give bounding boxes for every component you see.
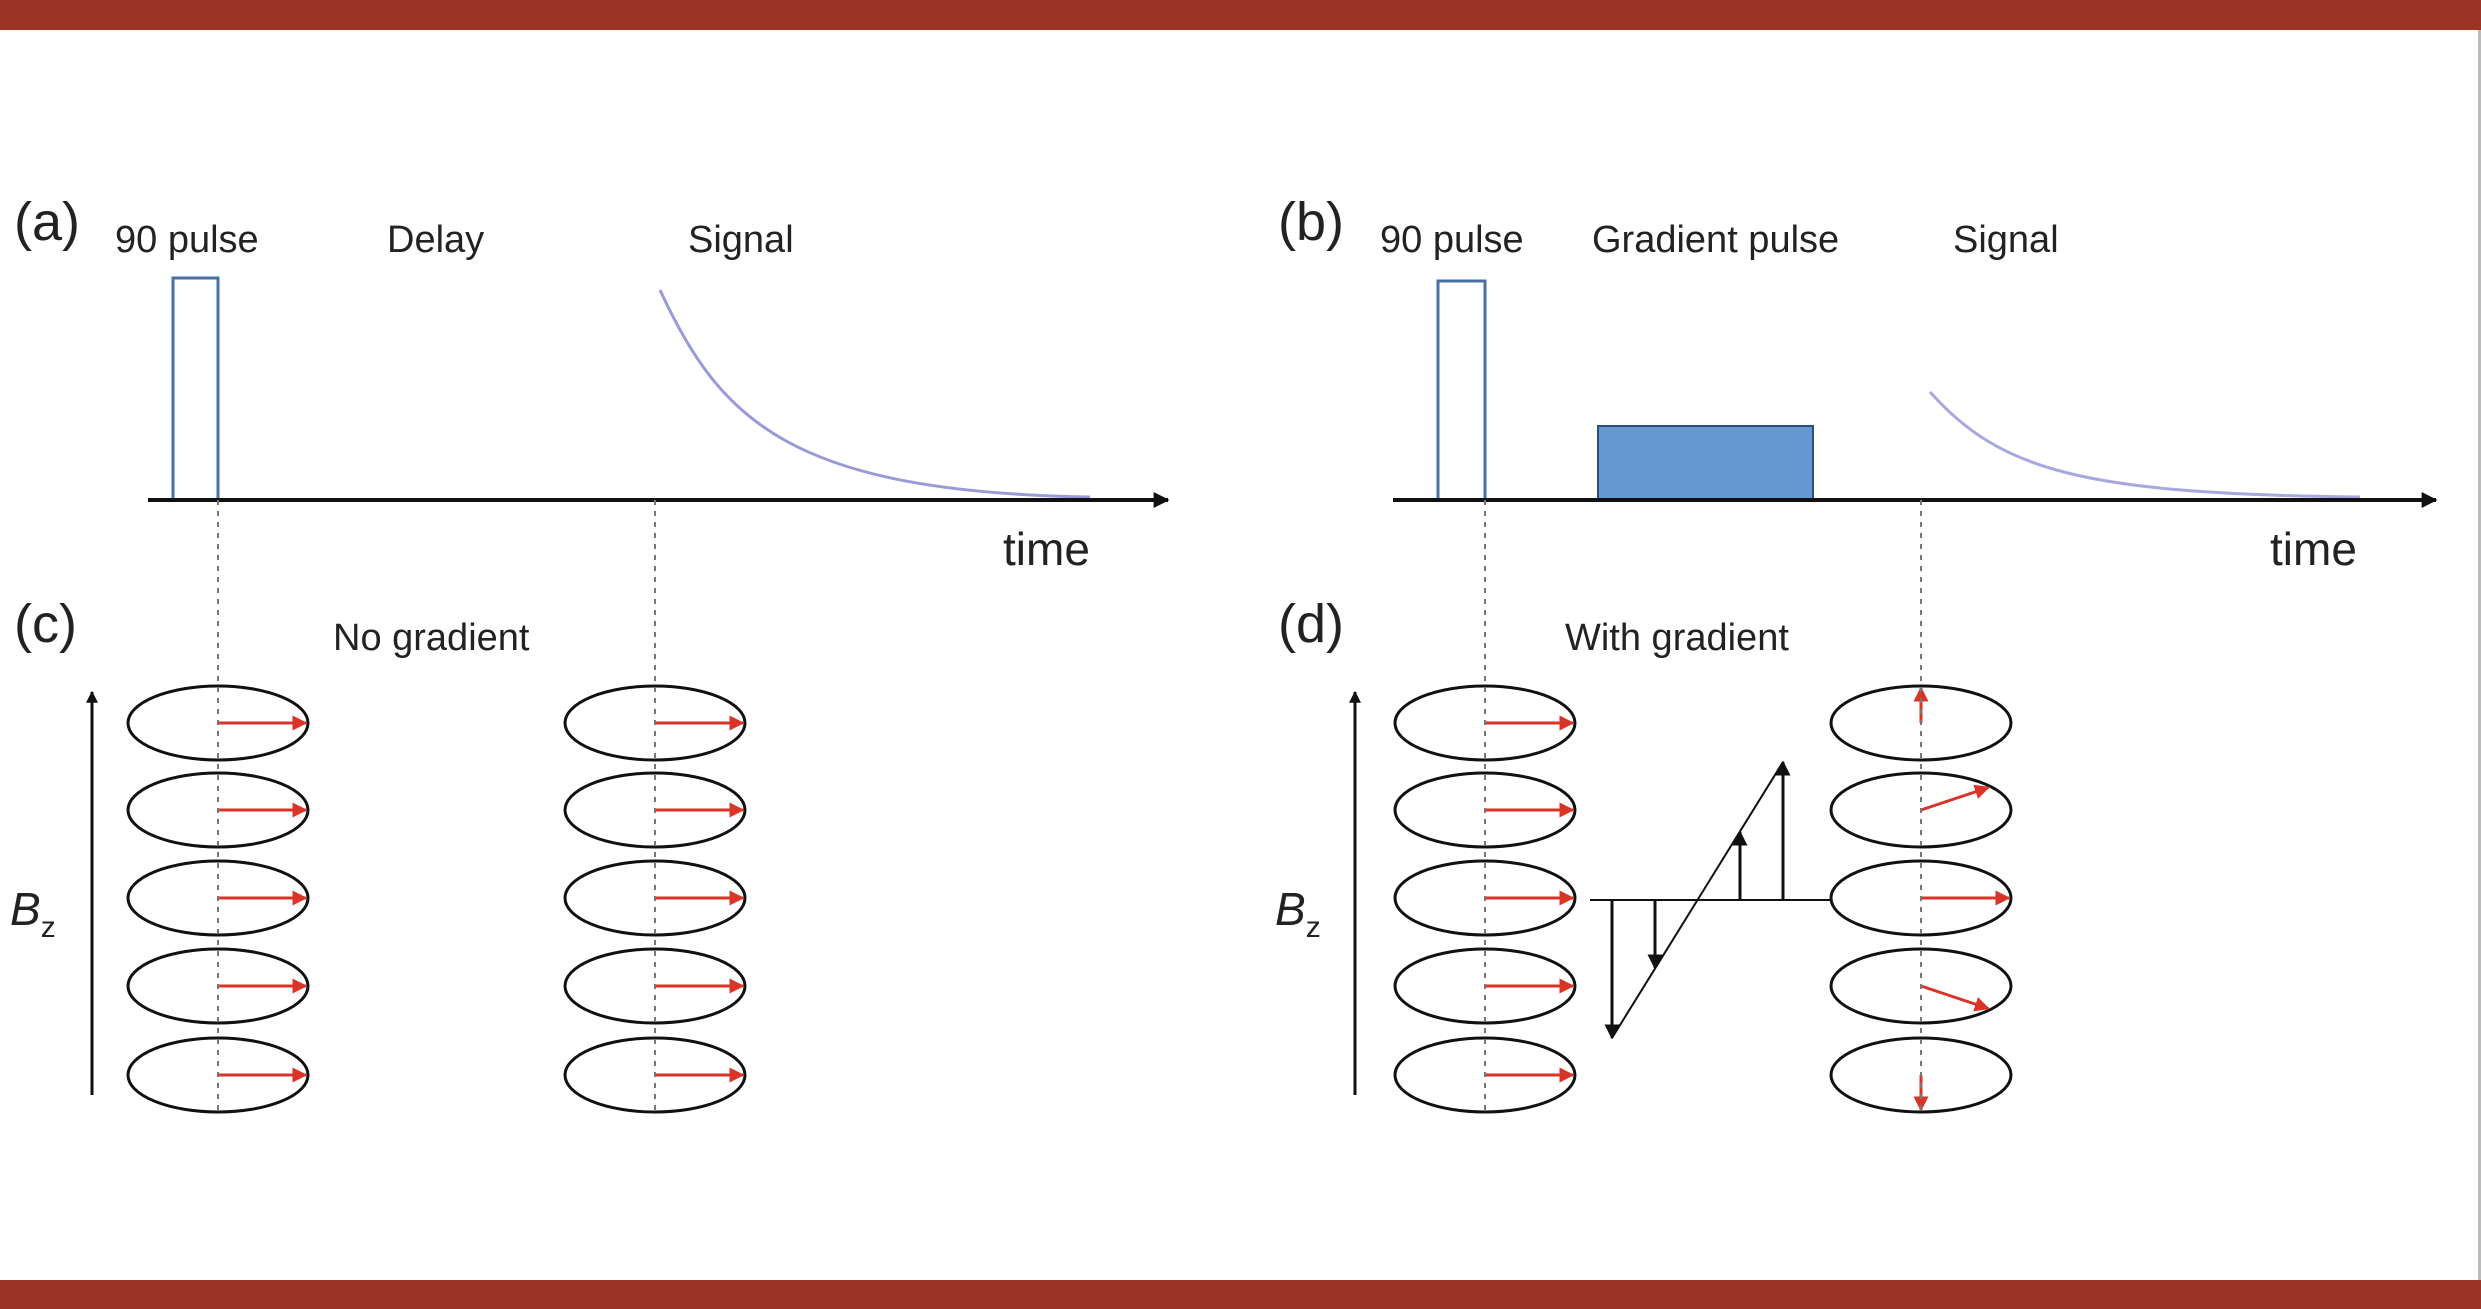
panel-b-pulse-label: 90 pulse: [1380, 219, 1524, 261]
spin-ellipse: [563, 947, 747, 1025]
panel-b-gradient-pulse: [1597, 425, 1814, 501]
spin-ellipse: [1829, 859, 2013, 937]
panel-c-spin-stack-initial: [126, 684, 310, 1114]
panel-d-title: With gradient: [1565, 617, 1789, 659]
spin-ellipse: [1393, 771, 1577, 849]
panel-d-field-label: Bz: [1275, 883, 1321, 944]
top-frame-bar: [0, 0, 2481, 30]
bottom-frame-bar: [0, 1280, 2481, 1309]
panel-b: (b) 90 pulse Gradient pulse Signal time: [1278, 192, 2438, 575]
panel-d-label: (d): [1278, 594, 1344, 654]
spin-ellipse: [126, 1036, 310, 1114]
panel-b-signal-decay-curve: [1928, 390, 2361, 499]
panel-b-gradient-label: Gradient pulse: [1592, 219, 1839, 261]
spin-ellipse: [126, 771, 310, 849]
panel-c-title: No gradient: [333, 617, 530, 659]
panel-b-label: (b): [1278, 192, 1344, 252]
spin-ellipse: [563, 1036, 747, 1114]
spin-ellipse: [1393, 684, 1577, 762]
panel-a-signal-decay-curve: [658, 289, 1091, 499]
panel-a: (a) 90 pulse Delay Signal time: [14, 192, 1170, 575]
panel-a-signal-label: Signal: [688, 219, 794, 261]
spin-ellipse: [126, 684, 310, 762]
right-edge-line: [2478, 30, 2481, 1280]
magnetization-arrow: [1920, 784, 1990, 812]
spin-ellipse: [1829, 947, 2013, 1025]
gradient-ramp-line: [1611, 761, 1784, 1039]
spin-ellipse: [1393, 947, 1577, 1025]
spin-ellipse: [1829, 771, 2013, 849]
panel-b-90-pulse: [1436, 279, 1487, 502]
time-guide-lines: [217, 500, 1922, 1110]
magnetization-arrow: [1920, 984, 1990, 1012]
spin-ellipse: [563, 684, 747, 762]
panel-c-field-label: Bz: [10, 883, 56, 944]
spin-ellipse: [126, 947, 310, 1025]
spin-ellipse: [126, 859, 310, 937]
spin-ellipse: [1393, 859, 1577, 937]
panel-d-spin-stack-dephased: [1829, 684, 2013, 1114]
panel-a-delay-label: Delay: [387, 219, 484, 261]
panel-c: (c) No gradient Bz: [10, 594, 747, 1114]
spin-ellipse: [1829, 1036, 2013, 1114]
spin-ellipse: [1829, 684, 2013, 762]
spin-ellipse: [563, 859, 747, 937]
panel-c-spin-stack-after-delay: [563, 684, 747, 1114]
panel-d-spin-stack-initial: [1393, 684, 1577, 1114]
panel-b-time-label: time: [2270, 523, 2357, 575]
panel-b-signal-label: Signal: [1953, 219, 2059, 261]
panel-a-label: (a): [14, 192, 80, 252]
spin-ellipse: [1393, 1036, 1577, 1114]
panel-c-label: (c): [14, 594, 77, 654]
panel-a-pulse-label: 90 pulse: [115, 219, 259, 261]
panel-d: (d) With gradient Bz: [1275, 594, 2013, 1114]
spin-ellipse: [563, 771, 747, 849]
panel-a-90-pulse: [171, 276, 220, 502]
gradient-field-profile: [1590, 760, 1830, 1040]
panel-a-time-label: time: [1003, 523, 1090, 575]
